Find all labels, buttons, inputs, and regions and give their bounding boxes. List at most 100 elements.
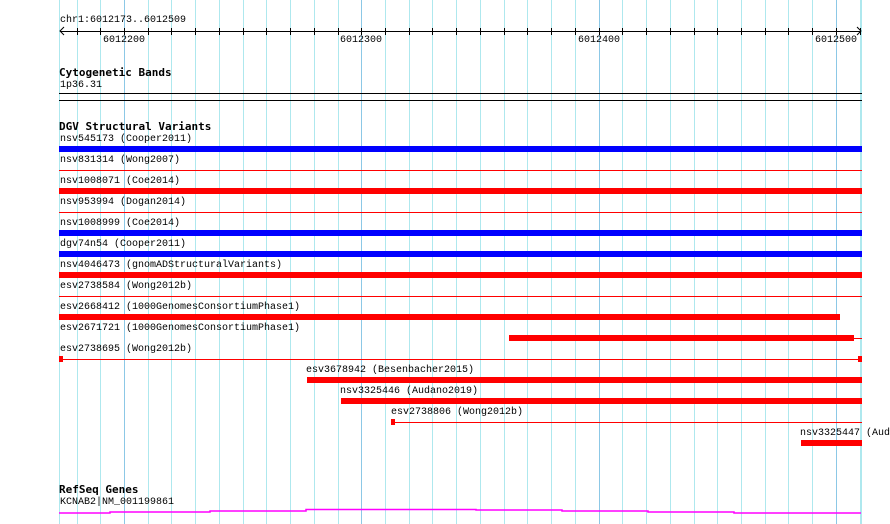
ruler-arrows [59, 26, 862, 36]
feature-label[interactable]: nsv4046473 (gnomADStructuralVariants) [60, 260, 283, 271]
feature-label[interactable]: nsv953994 (Dogan2014) [60, 197, 187, 208]
ruler-tick [243, 28, 244, 35]
grid-line [551, 0, 552, 524]
feature-line[interactable] [59, 359, 862, 360]
grid-line [575, 0, 576, 524]
grid-line [361, 0, 362, 524]
grid-line [694, 0, 695, 524]
ruler-tick [717, 28, 718, 35]
feature-bar[interactable] [509, 335, 854, 341]
grid-line [290, 0, 291, 524]
gene-label[interactable]: KCNAB2|NM_001199861 [60, 497, 175, 508]
ruler-tick [100, 28, 101, 35]
ruler-tick [456, 28, 457, 35]
feature-bar[interactable] [858, 356, 862, 362]
grid-line [266, 0, 267, 524]
feature-label[interactable]: nsv545173 (Cooper2011) [60, 134, 193, 145]
tick-label: 6012200 [103, 35, 146, 46]
ruler-tick [504, 28, 505, 35]
ruler-tick [694, 28, 695, 35]
location-label: chr1:6012173..6012509 [60, 15, 187, 26]
feature-line[interactable] [59, 296, 862, 297]
feature-bar[interactable] [59, 230, 862, 236]
feature-line[interactable] [59, 170, 862, 171]
grid-line [124, 0, 125, 524]
feature-bar[interactable] [391, 419, 395, 425]
grid-line [338, 0, 339, 524]
ruler-tick [599, 28, 600, 35]
ruler-tick [551, 28, 552, 35]
grid-line [504, 0, 505, 524]
ruler-tick [314, 28, 315, 35]
grid-line [646, 0, 647, 524]
feature-bar[interactable] [801, 440, 862, 446]
feature-bar[interactable] [307, 377, 862, 383]
grid-line [622, 0, 623, 524]
ruler-tick [788, 28, 789, 35]
ruler-tick [480, 28, 481, 35]
band-line [59, 93, 862, 94]
grid-line [456, 0, 457, 524]
ruler-tick [385, 28, 386, 35]
ruler-tick [836, 28, 837, 35]
grid-line [59, 0, 60, 524]
feature-label[interactable]: esv2671721 (1000GenomesConsortiumPhase1) [60, 323, 301, 334]
feature-bar[interactable] [59, 146, 862, 152]
feature-bar[interactable] [59, 314, 840, 320]
grid-line [100, 0, 101, 524]
gene-intron-line [59, 508, 861, 514]
feature-bar[interactable] [341, 398, 862, 404]
grid-line [171, 0, 172, 524]
ruler-tick [527, 28, 528, 35]
grid-line [836, 0, 837, 524]
grid-line [860, 0, 861, 524]
feature-label[interactable]: esv2738806 (Wong2012b) [391, 407, 524, 418]
grid-line [385, 0, 386, 524]
grid-line [788, 0, 789, 524]
feature-label[interactable]: esv2738584 (Wong2012b) [60, 281, 193, 292]
right-arrow-icon [856, 26, 862, 36]
left-arrow-icon [59, 26, 65, 36]
feature-label[interactable]: esv3678942 (Besenbacher2015) [306, 365, 475, 376]
grid-line [195, 0, 196, 524]
ruler-tick [124, 28, 125, 35]
grid-line [527, 0, 528, 524]
tick-label: 6012400 [578, 35, 621, 46]
feature-label[interactable]: esv2668412 (1000GenomesConsortiumPhase1) [60, 302, 301, 313]
feature-label[interactable]: nsv3325446 (Audano2019) [340, 386, 479, 397]
ruler-tick [266, 28, 267, 35]
ruler-tick [432, 28, 433, 35]
ruler-tick [646, 28, 647, 35]
band-label: 1p36.31 [60, 80, 103, 91]
feature-label[interactable]: nsv831314 (Wong2007) [60, 155, 181, 166]
feature-line[interactable] [391, 422, 862, 423]
ruler-tick [219, 28, 220, 35]
feature-label[interactable]: dgv74n54 (Cooper2011) [60, 239, 187, 250]
ruler-tick [171, 28, 172, 35]
ruler-axis [60, 31, 861, 32]
grid-line [812, 0, 813, 524]
ruler-tick [195, 28, 196, 35]
grid-line [670, 0, 671, 524]
feature-label[interactable]: nsv1008071 (Coe2014) [60, 176, 181, 187]
feature-bar[interactable] [59, 251, 862, 257]
feature-line[interactable] [59, 212, 862, 213]
feature-label[interactable]: nsv1008999 (Coe2014) [60, 218, 181, 229]
ruler-tick [575, 28, 576, 35]
feature-bar[interactable] [59, 272, 862, 278]
tick-label: 6012500 [815, 35, 858, 46]
grid-line [148, 0, 149, 524]
grid-line [77, 0, 78, 524]
grid-line [243, 0, 244, 524]
feature-label[interactable]: nsv3325447 (Aud [800, 428, 890, 439]
feature-bar[interactable] [59, 356, 63, 362]
track-divider [59, 100, 862, 101]
ruler-tick [361, 28, 362, 35]
ruler-tick [622, 28, 623, 35]
feature-bar[interactable] [59, 188, 862, 194]
tick-label: 6012300 [340, 35, 383, 46]
feature-label[interactable]: esv2738695 (Wong2012b) [60, 344, 193, 355]
ruler-tick [77, 28, 78, 35]
ruler-tick [812, 28, 813, 35]
